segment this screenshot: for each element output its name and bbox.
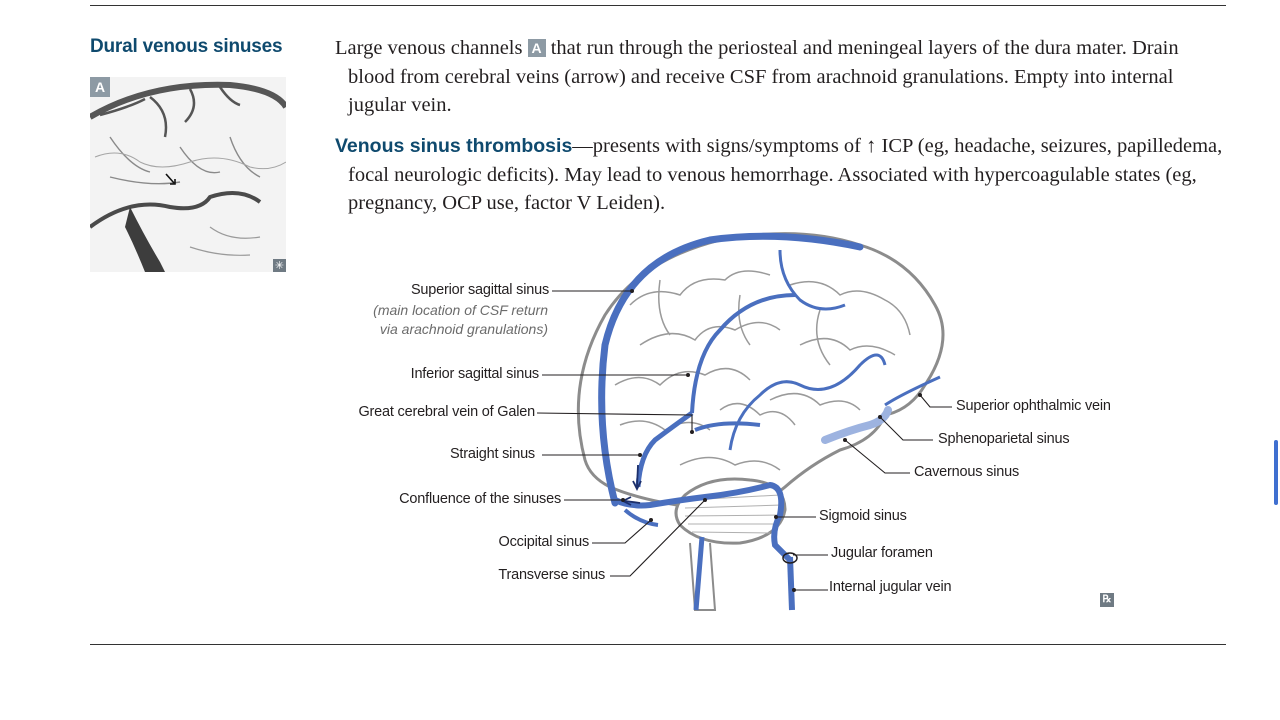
figure-badge-a: A [90,77,110,97]
label-sigmoid-sinus: Sigmoid sinus [819,508,907,524]
rx-badge-icon: ℞ [1100,593,1114,607]
paragraph-thrombosis: Venous sinus thrombosis—presents with si… [335,132,1228,218]
top-rule [90,5,1226,6]
image-credit-icon: ✳ [273,259,286,272]
label-jugular-foramen: Jugular foramen [831,545,933,561]
venous-sinus-diagram: Superior sagittal sinus (main location o… [340,225,1140,620]
scroll-indicator[interactable] [1274,440,1278,505]
section-heading: Dural venous sinuses [90,36,283,57]
thrombosis-term: Venous sinus thrombosis [335,135,573,157]
label-note-line2: via arachnoid granulations) [379,321,548,337]
label-inferior-sagittal-sinus: Inferior sagittal sinus [410,366,540,382]
inline-figure-badge-a: A [527,39,546,57]
label-straight-sinus: Straight sinus [449,446,535,462]
paragraph-definition-rest: that run through the periosteal and meni… [348,37,1179,116]
label-sphenoparietal-sinus: Sphenoparietal sinus [938,431,1070,447]
label-great-cerebral-vein: Great cerebral vein of Galen [358,404,535,420]
label-note-line1: (main location of CSF return [373,302,548,318]
label-confluence: Confluence of the sinuses [399,491,561,507]
label-superior-ophthalmic-vein: Superior ophthalmic vein [956,398,1111,414]
label-occipital-sinus: Occipital sinus [498,534,590,550]
label-transverse-sinus: Transverse sinus [498,567,605,583]
paragraph-definition: Large venous channels A that run through… [335,34,1228,120]
thrombosis-text: —presents with signs/symptoms of ↑ ICP (… [348,135,1223,214]
label-superior-sagittal-sinus: Superior sagittal sinus [410,282,549,298]
label-cavernous-sinus: Cavernous sinus [914,464,1019,480]
label-internal-jugular-vein: Internal jugular vein [829,579,952,595]
paragraph-definition-start: Large venous channels [335,37,528,59]
brain-illustration [536,232,952,611]
angiogram-image: A ✳ [90,77,286,272]
bottom-rule [90,644,1226,645]
